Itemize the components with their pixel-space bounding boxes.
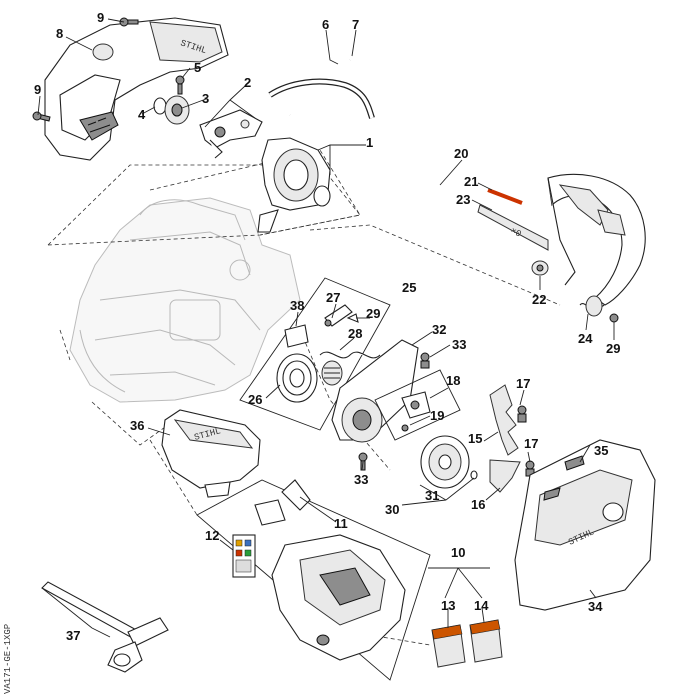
- part-screw-33a: [420, 352, 430, 369]
- callout-17a: 17: [516, 376, 530, 391]
- drawing-code: VA171-GE-1XGP: [3, 624, 13, 694]
- part-hose-6: [283, 58, 352, 116]
- part-spring-28: [319, 351, 381, 359]
- part-warning-label-12: [232, 534, 256, 578]
- part-sleeve-22: [531, 260, 549, 276]
- callout-15: 15: [468, 431, 482, 446]
- part-pawl-27: [324, 304, 353, 327]
- callout-31: 31: [425, 488, 439, 503]
- callout-1: 1: [366, 135, 373, 150]
- callout-7: 7: [352, 17, 359, 32]
- part-baffle-1: [257, 137, 331, 233]
- callout-numbers: 1 2 3 4 5 6 7 8 9 9 10 11 12 13 14 15 16…: [34, 10, 620, 643]
- callout-32: 32: [432, 322, 446, 337]
- part-shroud-10: [271, 534, 406, 661]
- part-air-filter-13: [431, 624, 466, 668]
- part-wrench-37: [41, 581, 169, 673]
- part-decal-35: [564, 455, 585, 471]
- part-coil-spring-28b: [321, 360, 343, 386]
- callout-25: 25: [402, 280, 416, 295]
- part-rewind-spring-26: [276, 353, 318, 403]
- part-starter-grip-18: [374, 369, 461, 441]
- part-washer-4: [153, 97, 167, 115]
- callout-27: 27: [326, 290, 340, 305]
- callout-30: 30: [385, 502, 399, 517]
- callout-28: 28: [348, 326, 362, 341]
- part-sprocket-cover-34: STIHL: [514, 439, 656, 611]
- part-air-filter-14: [469, 619, 503, 663]
- callout-26: 26: [248, 392, 262, 407]
- part-washer-31: [470, 470, 478, 480]
- callout-29a: 29: [366, 306, 380, 321]
- callout-4: 4: [138, 107, 146, 122]
- callout-11: 11: [334, 516, 348, 531]
- callout-24: 24: [578, 331, 593, 346]
- part-fan-wheel-30: [420, 435, 470, 489]
- callout-23: 23: [456, 192, 470, 207]
- part-brake-band-23: ×0: [477, 204, 549, 251]
- callout-33b: 33: [354, 472, 368, 487]
- part-screw-5: [175, 75, 185, 95]
- callout-18: 18: [446, 373, 460, 388]
- part-hose-7: [268, 78, 375, 119]
- callout-5: 5: [194, 60, 201, 75]
- callout-22: 22: [532, 292, 546, 307]
- callout-9a: 9: [97, 10, 104, 25]
- callout-35: 35: [594, 443, 608, 458]
- callout-36: 36: [130, 418, 144, 433]
- callout-21: 21: [464, 174, 478, 189]
- part-bracket-10-frame: [428, 567, 490, 599]
- part-screw-17a: [517, 405, 527, 423]
- leader-lines: [37, 18, 615, 638]
- part-fan-housing-32: [331, 339, 419, 443]
- part-ecircle-29b: [609, 313, 619, 323]
- callout-16: 16: [471, 497, 485, 512]
- callout-33a: 33: [452, 337, 466, 352]
- part-chain-catcher-16: [489, 459, 521, 493]
- part-bumper-spike-15: [489, 384, 519, 456]
- callout-14: 14: [474, 598, 489, 613]
- part-carrier-11: [254, 479, 311, 526]
- callout-37: 37: [66, 628, 80, 643]
- part-spring-21: [487, 188, 523, 205]
- callout-29b: 29: [606, 341, 620, 356]
- callout-2: 2: [244, 75, 251, 90]
- callout-17b: 17: [524, 436, 538, 451]
- part-grommet-3: [164, 95, 190, 125]
- callout-19: 19: [430, 408, 444, 423]
- part-screw-9b: [32, 111, 51, 122]
- part-rope-guide-38: [284, 324, 309, 348]
- callout-8: 8: [56, 26, 63, 41]
- callout-9b: 9: [34, 82, 41, 97]
- part-top-cover: STIHL: [44, 17, 229, 161]
- callout-38: 38: [290, 298, 304, 313]
- part-air-filter-36: STIHL: [161, 409, 261, 498]
- part-spring-24: [579, 295, 605, 317]
- callout-12: 12: [205, 528, 219, 543]
- callout-6: 6: [322, 17, 329, 32]
- callout-10: 10: [451, 545, 465, 560]
- callout-13: 13: [441, 598, 455, 613]
- svg-text:×0: ×0: [509, 226, 523, 240]
- part-hand-guard-20: [547, 173, 646, 306]
- part-screw-33b: [358, 452, 368, 471]
- callout-3: 3: [202, 91, 209, 106]
- callout-34: 34: [588, 599, 603, 614]
- callout-20: 20: [454, 146, 468, 161]
- part-screw-19: [401, 424, 409, 432]
- assembly-dashed-lines: [47, 149, 561, 646]
- engine-housing-outline: [69, 197, 301, 403]
- part-throttle-assembly-2: [199, 109, 263, 159]
